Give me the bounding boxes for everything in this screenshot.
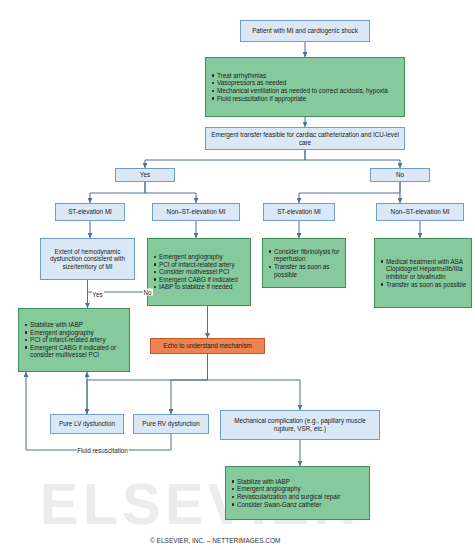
box-text: Stabilize with IABP (231, 478, 365, 486)
action-box: Consider fibrinolysis for reperfusionTra… (262, 238, 346, 288)
edge-label: Yes (91, 291, 103, 298)
flow-arrow (90, 221, 91, 238)
box-text: Extent of hemodynamic dysfunction consis… (44, 248, 131, 271)
flow-arrow (299, 182, 400, 203)
flow-arrow (305, 117, 306, 127)
process-box: Pure LV dysfunction (50, 414, 124, 434)
flow-arrow (305, 42, 306, 57)
flow-arrow (299, 221, 300, 238)
box-text: Mechanical ventilation as needed to corr… (211, 87, 400, 95)
flow-arrow (420, 221, 421, 238)
flow-arrow (196, 221, 197, 238)
box-text: Medical treatment with ASA Clopidogrel H… (380, 258, 467, 281)
mechanism-box: Echo to understand mechanism (150, 338, 265, 354)
box-text: Yes (119, 171, 171, 179)
box-text: Stabilize with IABP (24, 321, 125, 329)
flow-arrow (300, 440, 301, 466)
flow-arrow (305, 150, 400, 168)
box-text: Consider multivessel PCI (153, 268, 246, 276)
process-box: ST-elevation MI (263, 203, 335, 221)
box-text: Fluid resuscitation if appropriate (211, 95, 400, 103)
box-text: Mechanical complication (e.g., papillary… (224, 417, 376, 432)
process-box: Yes (115, 168, 175, 182)
flow-arrow (171, 354, 208, 414)
box-text: Emergent angiography (153, 253, 246, 261)
process-box: Non–ST-elevation MI (152, 203, 240, 221)
edge-label: Fluid resuscitation (76, 447, 129, 454)
flow-arrow (208, 354, 301, 410)
flow-arrow (87, 372, 88, 414)
box-text: Emergent CABG if indicated or consider m… (24, 344, 125, 359)
box-text: PCI of infarct-related artery (24, 336, 125, 344)
box-text: Echo to understand mechanism (154, 342, 261, 350)
process-box: Non–ST-elevation MI (376, 203, 464, 221)
flow-arrow (26, 372, 171, 450)
process-box: ST-elevation MI (55, 203, 125, 221)
action-box: Stabilize with IABPEmergent angiographyR… (225, 466, 370, 520)
flow-arrow (145, 182, 196, 203)
flow-arrow (400, 182, 401, 203)
edge-label: No (142, 289, 152, 296)
box-text: Non–ST-elevation MI (156, 208, 236, 216)
box-text: Treat arrhythmias (211, 72, 400, 80)
action-box: Emergent angiographyPCI of infarct-relat… (147, 238, 251, 306)
box-text: Emergent angiography (231, 485, 365, 493)
flow-arrow (90, 182, 145, 203)
box-text: Revascularization and surgical repair (231, 493, 365, 501)
box-text: Non–ST-elevation MI (380, 208, 460, 216)
box-text: PCI of infarct-related artery (153, 261, 246, 269)
box-text: Transfer as soon as possible (380, 281, 467, 289)
box-text: Consider fibrinolysis for reperfusion (268, 248, 341, 263)
box-text: Vasopressors as needed (211, 79, 400, 87)
box-text: No (374, 171, 426, 179)
process-box: Pure RV dysfunction (133, 414, 209, 434)
box-text: Emergent transfer feasible for cardiac c… (209, 131, 401, 146)
process-box: Patient with MI and cardiogenic shock (240, 20, 370, 42)
box-text: ST-elevation MI (59, 208, 121, 216)
process-box: No (370, 168, 430, 182)
box-text: Consider Swan-Ganz catheter (231, 501, 365, 509)
box-text: Emergent CABG if indicated (153, 276, 246, 284)
process-box: Mechanical complication (e.g., papillary… (220, 410, 380, 440)
box-text: Transfer as soon as possible (268, 263, 341, 278)
action-box: Medical treatment with ASA Clopidogrel H… (374, 238, 472, 308)
box-text: Emergent angiography (24, 329, 125, 337)
process-box: Extent of hemodynamic dysfunction consis… (40, 238, 135, 280)
process-box: Emergent transfer feasible for cardiac c… (205, 127, 405, 150)
box-text: Pure LV dysfunction (54, 420, 120, 428)
box-text: Pure RV dysfunction (137, 420, 205, 428)
action-box: Stabilize with IABPEmergent angiographyP… (18, 308, 130, 372)
box-text: IABP to stabilize if needed (153, 283, 246, 291)
box-text: Patient with MI and cardiogenic shock (244, 27, 366, 35)
copyright-note: © ELSEVIER, INC. – NETTERIMAGES.COM (150, 537, 280, 545)
action-box: Treat arrhythmiasVasopressors as neededM… (205, 57, 405, 117)
box-text: ST-elevation MI (267, 208, 331, 216)
flow-arrow (145, 150, 305, 168)
